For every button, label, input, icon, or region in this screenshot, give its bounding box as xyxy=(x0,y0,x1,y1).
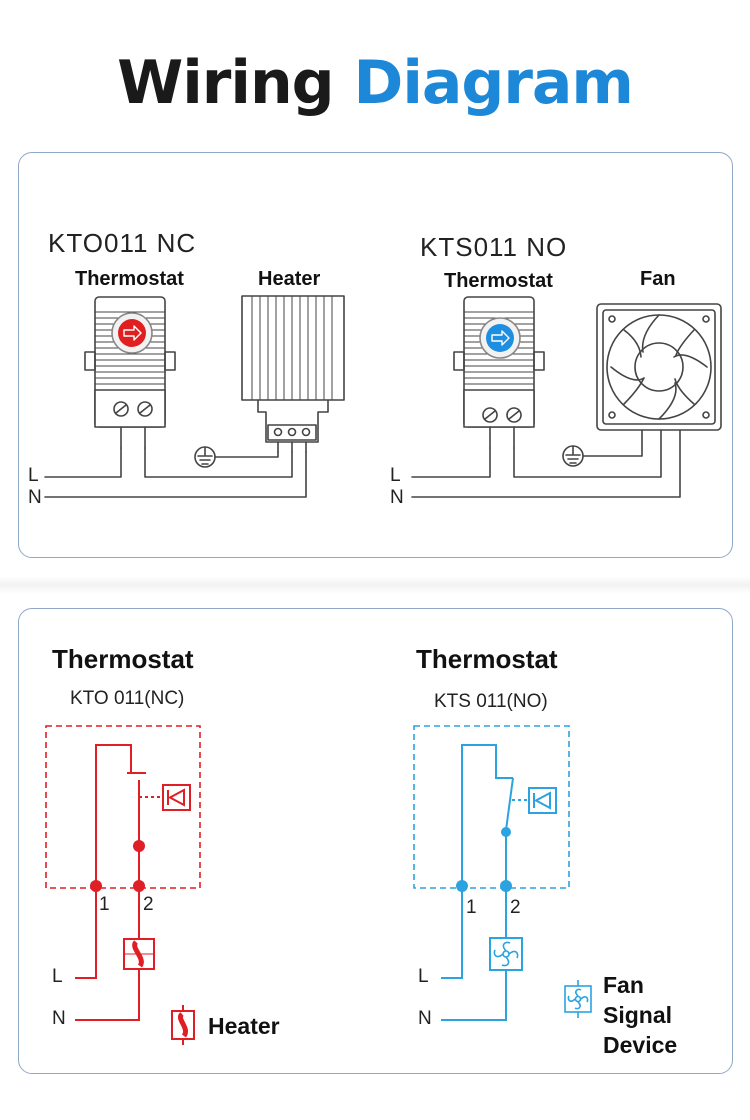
fan-label: Fan xyxy=(640,268,676,290)
no-model-label: KTS 011(NO) xyxy=(434,691,548,712)
ground-icon-fan xyxy=(562,429,643,467)
heater-label: Heater xyxy=(258,268,321,290)
no-line-n: N xyxy=(418,1008,432,1029)
nc-junction-dots xyxy=(90,840,145,892)
kts-model-label: KTS011 NO xyxy=(420,232,568,262)
no-thermostat-title: Thermostat xyxy=(416,644,558,674)
nc-model-label: KTO 011(NC) xyxy=(70,688,185,709)
nc-line-l: L xyxy=(52,966,63,987)
ground-icon xyxy=(194,446,279,468)
fan-legend-line1: Fan xyxy=(603,972,644,998)
line-n-label: N xyxy=(28,487,42,508)
heater-legend-label: Heater xyxy=(208,1013,280,1039)
heater-unit xyxy=(241,295,345,453)
fan-icon xyxy=(493,941,519,967)
kto-dial-icon xyxy=(111,312,153,354)
no-schematic xyxy=(413,725,570,1021)
nc-line-n: N xyxy=(52,1008,66,1029)
line-n-label-right: N xyxy=(390,487,404,508)
nc-terminal-1: 1 xyxy=(99,894,110,915)
no-line-l: L xyxy=(418,966,429,987)
fan-legend-line2: Signal xyxy=(603,1002,673,1028)
no-junction-dots xyxy=(456,827,512,892)
kts-thermostat-label: Thermostat xyxy=(444,270,553,292)
wires-left xyxy=(44,447,307,498)
nc-terminal-2: 2 xyxy=(143,894,154,915)
fan-legend-line3: Device xyxy=(603,1032,678,1058)
line-l-label-right: L xyxy=(390,465,401,486)
title-word-wiring: Wiring xyxy=(117,48,335,118)
title-word-diagram: Diagram xyxy=(353,48,634,118)
page-title: Wiring Diagram xyxy=(0,48,750,118)
line-l-label: L xyxy=(28,465,39,486)
wires-right xyxy=(411,429,681,498)
kto-thermostat-label: Thermostat xyxy=(75,268,184,290)
no-terminal-1: 1 xyxy=(466,897,477,918)
kts-dial-icon xyxy=(479,317,521,359)
nc-thermostat-title: Thermostat xyxy=(52,644,194,674)
fan-legend-label: Fan Signal Device xyxy=(603,970,677,1060)
kto-model-label: KTO011 NC xyxy=(48,228,197,258)
heater-icon xyxy=(171,1005,195,1045)
section-divider xyxy=(0,576,750,594)
fan-legend-icon xyxy=(564,980,592,1018)
fan-unit xyxy=(596,303,722,431)
nc-schematic xyxy=(45,725,201,1021)
no-terminal-2: 2 xyxy=(510,897,521,918)
